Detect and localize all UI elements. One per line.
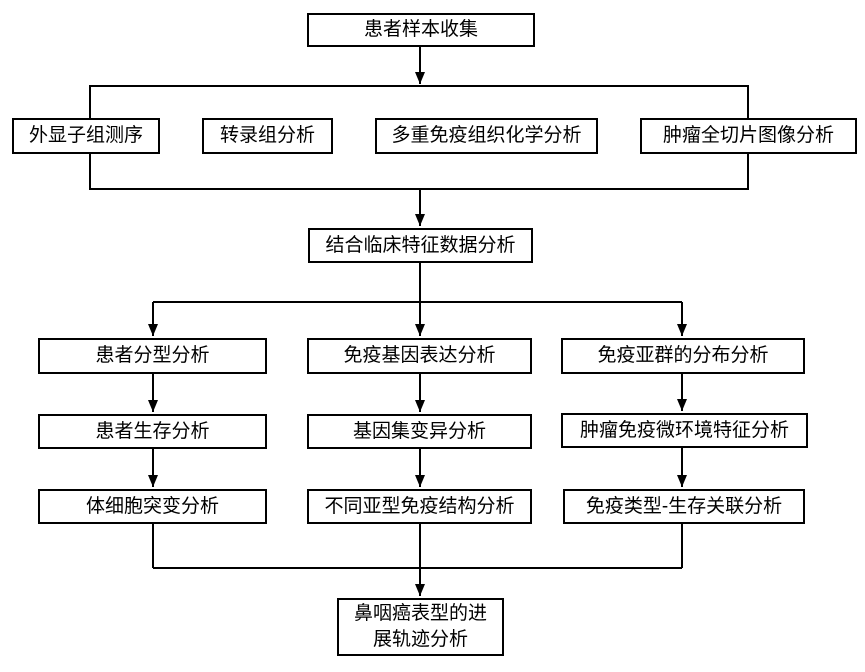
node-clinical-feature-integration: 结合临床特征数据分析 xyxy=(308,228,533,263)
node-tumor-immune-microenvironment-analysis: 肿瘤免疫微环境特征分析 xyxy=(561,413,808,448)
node-transcriptome-analysis: 转录组分析 xyxy=(202,118,333,154)
node-immune-type-survival-association-analysis: 免疫类型-生存关联分析 xyxy=(563,489,805,524)
node-whole-slide-image-analysis: 肿瘤全切片图像分析 xyxy=(640,118,857,154)
node-exome-sequencing: 外显子组测序 xyxy=(12,118,160,154)
node-subtype-immune-structure-analysis: 不同亚型免疫结构分析 xyxy=(307,489,532,524)
node-patient-sample-collection: 患者样本收集 xyxy=(307,13,535,47)
node-patient-survival-analysis: 患者生存分析 xyxy=(38,414,267,449)
node-somatic-mutation-analysis: 体细胞突变分析 xyxy=(38,489,267,524)
node-patient-subtyping-analysis: 患者分型分析 xyxy=(38,338,267,374)
node-npc-phenotype-trajectory-analysis: 鼻咽癌表型的进展轨迹分析 xyxy=(337,598,504,656)
node-immune-subgroup-distribution-analysis: 免疫亚群的分布分析 xyxy=(561,338,805,374)
node-gene-set-variation-analysis: 基因集变异分析 xyxy=(307,414,532,449)
node-immune-gene-expression-analysis: 免疫基因表达分析 xyxy=(307,338,532,374)
node-multiplex-ihc-analysis: 多重免疫组织化学分析 xyxy=(375,118,598,154)
